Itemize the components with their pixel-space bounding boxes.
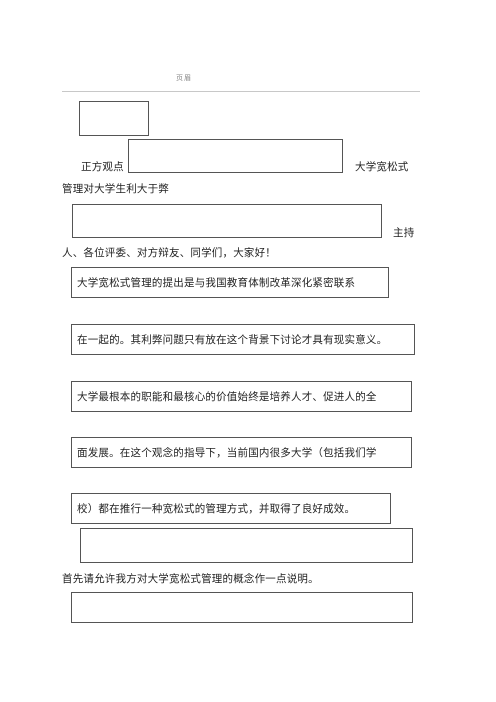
- blank-box-3: [72, 204, 382, 238]
- text-box-5: 校）都在推行一种宽松式的管理方式，并取得了良好成效。: [71, 493, 391, 524]
- paragraph-line-2: 在一起的。其利弊问题只有放在这个背景下讨论才具有现实意义。: [77, 334, 388, 346]
- blank-box-1: [79, 101, 149, 136]
- paragraph-line-4: 面发展。在这个观念的指导下，当前国内很多大学（包括我们学: [77, 447, 377, 459]
- text-box-1: 大学宽松式管理的提出是与我国教育体制改革深化紧密联系: [71, 267, 389, 298]
- motion-text: 管理对大学生利大于弊: [62, 183, 169, 195]
- blank-box-2: [128, 139, 343, 173]
- greeting-text: 人、各位评委、对方辩友、同学们，大家好！: [62, 247, 276, 259]
- text-box-2: 在一起的。其利弊问题只有放在这个背景下讨论才具有现实意义。: [71, 324, 415, 355]
- paragraph-line-1: 大学宽松式管理的提出是与我国教育体制改革深化紧密联系: [77, 277, 356, 289]
- opening-text-left: 正方观点: [81, 161, 124, 173]
- header-divider: [62, 91, 420, 92]
- host-text: 主持: [393, 227, 415, 239]
- paragraph-line-3: 大学最根本的职能和最核心的价值始终是培养人才、促进人的全: [77, 391, 377, 403]
- paragraph-line-5: 校）都在推行一种宽松式的管理方式，并取得了良好成效。: [77, 503, 356, 515]
- text-box-4: 面发展。在这个观念的指导下，当前国内很多大学（包括我们学: [71, 437, 412, 468]
- opening-text-right: 大学宽松式: [355, 161, 409, 173]
- blank-box-5: [71, 592, 413, 623]
- blank-box-4: [80, 528, 413, 563]
- paragraph-line-6: 首先请允许我方对大学宽松式管理的概念作一点说明。: [62, 573, 319, 585]
- page-header: 页眉: [176, 74, 192, 82]
- text-box-3: 大学最根本的职能和最核心的价值始终是培养人才、促进人的全: [71, 381, 412, 412]
